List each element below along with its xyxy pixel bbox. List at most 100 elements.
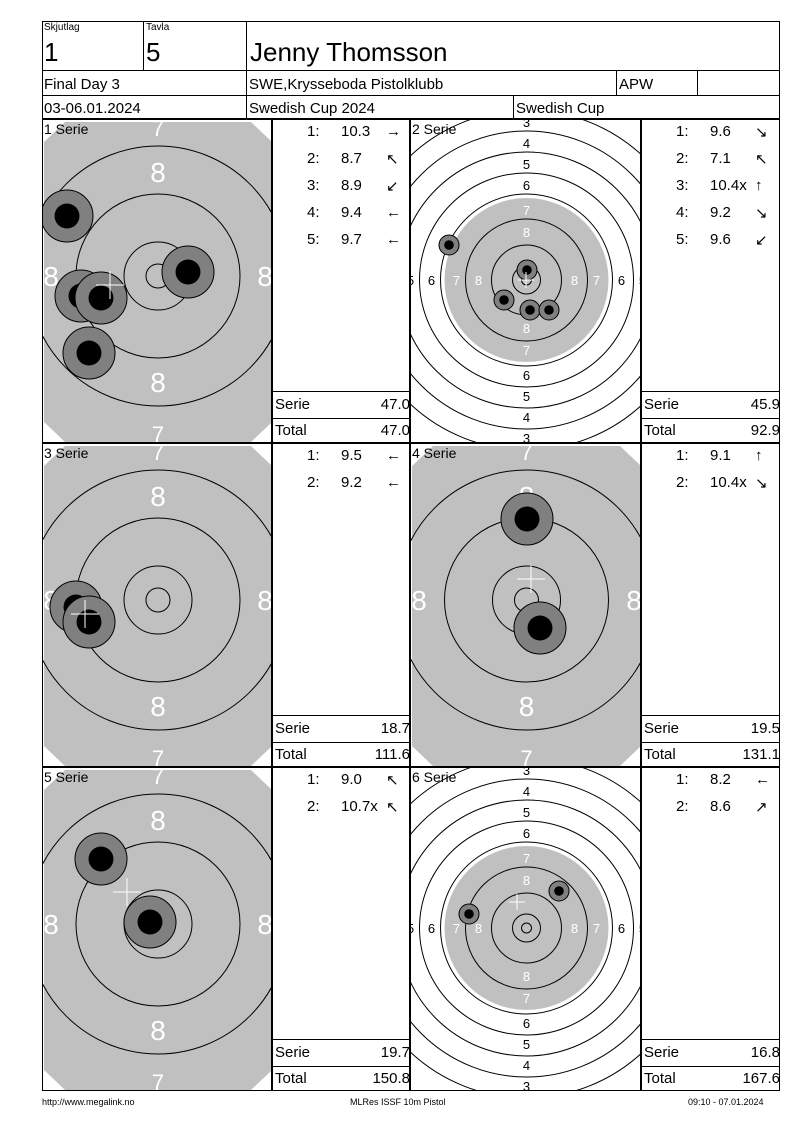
ring-number-label: 8 [523,225,530,240]
target-ring [521,922,532,934]
shot-direction-icon: ↗ [755,799,768,816]
shot-row: 4:9.2↘ [642,204,781,224]
ring-number-label: 7 [152,768,164,789]
total-score: 47.0 [380,422,410,439]
ring-number-label: 8 [150,367,166,398]
target-ring [491,892,562,964]
shot-row: 2:10.4x↘ [642,474,781,494]
shot-direction-icon: ← [386,231,401,248]
shot-number: 1: [307,447,320,464]
ring-number-label: 7 [152,120,164,141]
ring-number-label: 7 [152,1070,164,1091]
shot-center [88,285,114,311]
target-panel: 3333444455556666777788882 Serie [410,119,641,443]
shot-direction-icon: → [386,123,401,140]
ring-number-label: 3 [523,431,530,443]
shot-direction-icon: ← [755,771,770,788]
shot-row: 4:9.4← [273,204,411,224]
shot-number: 2: [676,474,689,491]
shot-direction-icon: ↘ [755,124,768,141]
shot-row: 1:9.1↑ [642,447,781,467]
target-ring [465,218,588,342]
total-label: Total [275,422,307,439]
shooter-name: Jenny Thomsson [250,37,448,67]
shot-row: 1:9.0↖ [273,771,411,791]
ring-number-label: 6 [523,1016,530,1031]
total-label: Total [275,1070,307,1087]
serie-label: Serie [644,1044,680,1061]
skjutlag-label: Skjutlag [44,22,80,33]
shot-number: 2: [307,798,320,815]
ring-number-label: 5 [639,273,641,288]
shot-score: 9.6 [710,231,731,248]
shot-row: 1:10.3→ [273,123,411,143]
shot-number: 5: [676,231,689,248]
shot-row: 2:10.7x↖ [273,798,411,818]
competition-name: Swedish Cup 2024 [249,100,375,117]
shot-row: 2: 8.6 ↗ [642,798,781,818]
ring-number-label: 3 [523,1079,530,1091]
shot-direction-icon: ↑ [755,447,763,464]
shot-center [522,265,532,275]
shot-direction-icon: ↖ [386,772,399,789]
ring-number-label: 7 [593,273,600,288]
ring-number-label: 7 [453,273,460,288]
target-ring [440,193,613,367]
shot-center [514,506,540,532]
shot-center [525,305,535,315]
header-line-2 [42,95,780,96]
shot-number: 2: [676,798,689,815]
shot-row: 2:9.2← [273,474,411,494]
ring-number-label: 7 [520,746,532,767]
ring-number-label: 6 [523,178,530,193]
competition-dates: 03-06.01.2024 [44,100,141,117]
total-label: Total [644,422,676,439]
shot-center [444,240,454,250]
ring-number-label: 3 [523,120,530,130]
shot-row: 1:9.6↘ [642,123,781,143]
total-score: 111.6 [374,746,410,763]
serie-score: 19.5 [750,720,780,737]
shot-number: 4: [676,204,689,221]
shot-score: 8.9 [341,177,362,194]
total-label: Total [275,746,307,763]
ring-number-label: 8 [43,909,59,940]
serie-label: Serie [644,396,680,413]
header-divider-skjutlag [143,21,144,70]
ring-number-label: 6 [618,921,625,936]
ring-number-label: 8 [150,805,166,836]
series-title: 5 Serie [44,769,89,785]
ring-number-label: 4 [523,784,530,799]
shot-center [54,203,80,229]
total-score: 131.1 [742,746,780,763]
ring-number-label: 7 [152,422,164,443]
series-title: 3 Serie [44,445,89,461]
shot-score: 8.6 [710,798,731,815]
shot-score: 10.7x [341,798,378,815]
serie-label: Serie [275,1044,311,1061]
ring-number-label: 7 [523,203,530,218]
header-divider-class [616,70,617,95]
serie-score: 47.0 [380,396,410,413]
serie-score: 45.9 [750,396,780,413]
shot-number: 1: [676,123,689,140]
target-grey-zone [44,446,271,766]
serie-score: 16.8 [750,1044,780,1061]
total-label: Total [644,746,676,763]
ring-number-label: 5 [639,921,641,936]
target-ring [75,841,241,1007]
target-ring [512,913,541,943]
target-ring [411,799,640,1057]
summary-divider [272,418,410,419]
shot-direction-icon: ← [386,447,401,464]
shot-center [88,846,114,872]
